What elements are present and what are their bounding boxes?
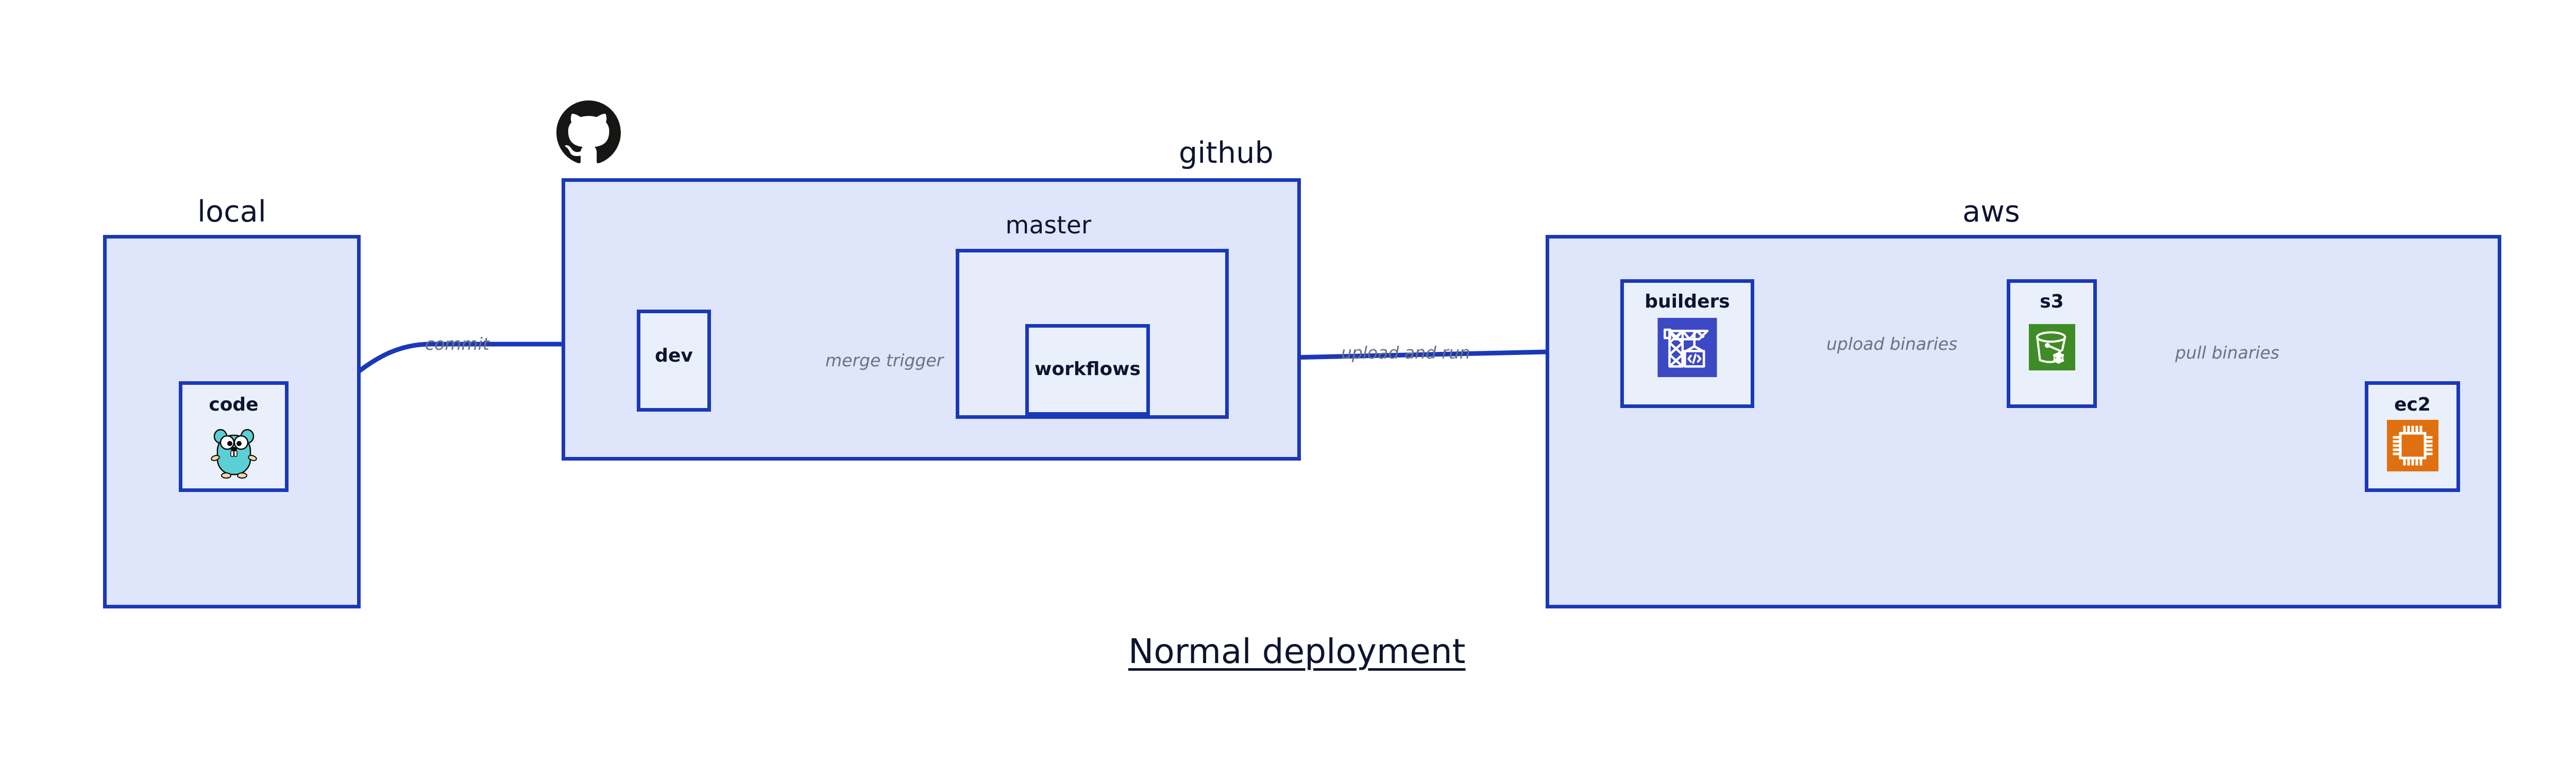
group-label-local: local bbox=[197, 195, 266, 229]
group-label-aws: aws bbox=[1962, 195, 2020, 229]
aws-codebuild-icon bbox=[1657, 318, 1717, 377]
go-gopher-icon bbox=[203, 421, 265, 483]
node-label-code: code bbox=[209, 394, 259, 415]
node-label-s3: s3 bbox=[2040, 291, 2064, 312]
edge-label-pull-binaries: pull binaries bbox=[2175, 343, 2280, 363]
node-label-ec2: ec2 bbox=[2394, 394, 2431, 415]
group-label-github: github bbox=[1178, 136, 1274, 170]
node-label-dev: dev bbox=[655, 345, 693, 366]
node-ec2[interactable]: ec2 bbox=[2365, 381, 2460, 492]
aws-s3-glacier-icon bbox=[2028, 324, 2075, 370]
aws-ec2-icon bbox=[2386, 420, 2438, 471]
edge-label-merge-trigger: merge trigger bbox=[825, 350, 944, 370]
node-label-workflows: workflows bbox=[1035, 359, 1141, 380]
edge-label-upload-binaries: upload binaries bbox=[1826, 334, 1958, 354]
node-builders[interactable]: builders bbox=[1620, 279, 1754, 408]
node-label-builders: builders bbox=[1645, 291, 1730, 312]
node-workflows[interactable]: workflows bbox=[1025, 324, 1150, 416]
node-s3[interactable]: s3 bbox=[2007, 279, 2097, 408]
edge-label-upload-and-run: upload and run bbox=[1341, 343, 1470, 363]
group-label-master: master bbox=[1005, 211, 1092, 240]
node-dev[interactable]: dev bbox=[637, 310, 711, 412]
node-code[interactable]: code bbox=[179, 381, 289, 492]
github-octocat-icon bbox=[556, 100, 621, 165]
group-local bbox=[103, 235, 361, 608]
page-title: Normal deployment bbox=[1128, 632, 1466, 671]
edge-label-commit: commit bbox=[425, 334, 489, 354]
